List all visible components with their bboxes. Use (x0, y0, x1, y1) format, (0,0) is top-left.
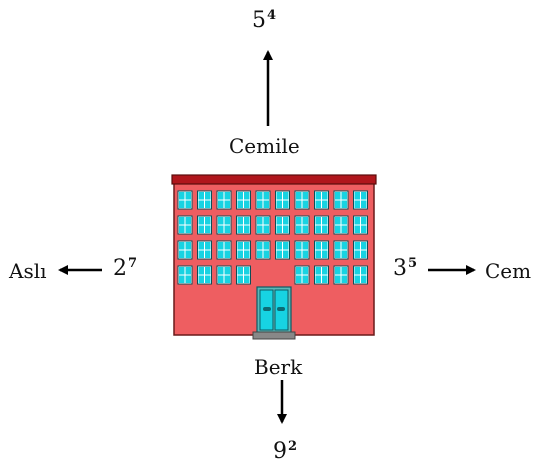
window (177, 215, 193, 235)
window (216, 265, 232, 285)
window (177, 265, 193, 285)
east-name: Cem (485, 259, 532, 283)
east-power: 35 (393, 257, 417, 281)
window (294, 215, 310, 235)
window (275, 215, 290, 235)
window (177, 190, 193, 210)
window (314, 240, 329, 260)
window (333, 240, 349, 260)
building-roof (171, 174, 377, 185)
west-base: 2 (113, 256, 127, 281)
window (333, 190, 349, 210)
west-name: Aslı (9, 259, 47, 283)
window (275, 190, 290, 210)
building-windows (177, 190, 368, 285)
window (255, 240, 271, 260)
window (294, 190, 310, 210)
east-exponent: 5 (408, 255, 418, 271)
window (333, 215, 349, 235)
window (236, 240, 251, 260)
south-exponent: 2 (288, 438, 298, 454)
window (314, 265, 329, 285)
north-power: 54 (252, 9, 276, 33)
window (197, 240, 212, 260)
window (197, 265, 212, 285)
north-exponent: 4 (267, 7, 277, 23)
building-door (256, 286, 292, 334)
window (314, 190, 329, 210)
west-power: 27 (113, 257, 137, 281)
south-base: 9 (273, 439, 287, 464)
west-exponent: 7 (128, 255, 138, 271)
window (197, 190, 212, 210)
east-base: 3 (393, 256, 407, 281)
window (255, 190, 271, 210)
window (294, 265, 310, 285)
south-name: Berk (254, 355, 303, 379)
window (353, 190, 368, 210)
window (236, 215, 251, 235)
window (216, 240, 232, 260)
window (353, 215, 368, 235)
window (353, 265, 368, 285)
north-base: 5 (252, 8, 266, 33)
window (216, 215, 232, 235)
building-step (252, 331, 296, 340)
window (197, 215, 212, 235)
window (314, 215, 329, 235)
north-name: Cemile (229, 134, 300, 158)
building-icon (171, 174, 377, 340)
window (255, 215, 271, 235)
window (333, 265, 349, 285)
window (177, 240, 193, 260)
window (236, 190, 251, 210)
window (275, 240, 290, 260)
south-power: 92 (273, 440, 297, 464)
window (236, 265, 251, 285)
window (216, 190, 232, 210)
window (353, 240, 368, 260)
window (294, 240, 310, 260)
